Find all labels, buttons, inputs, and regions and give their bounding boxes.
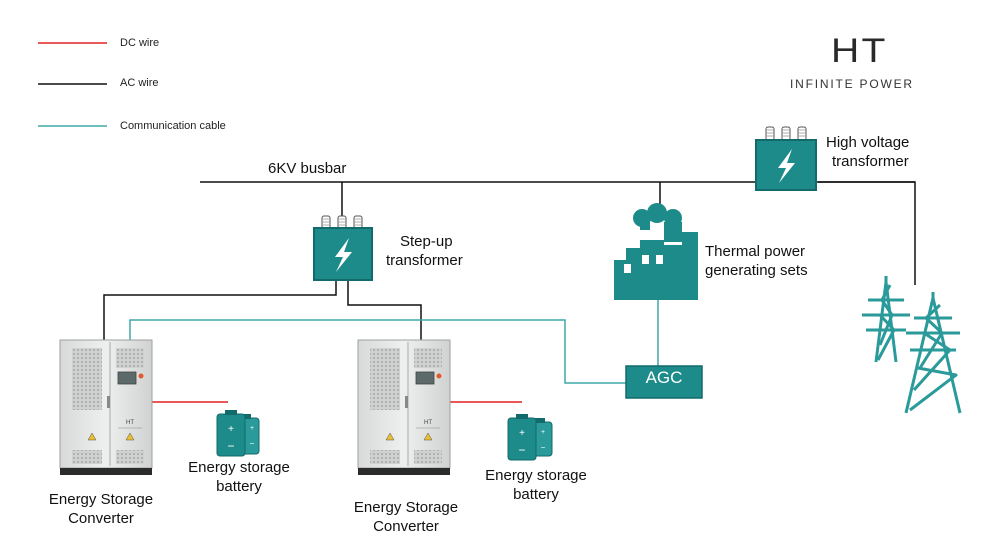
svg-text:+: + [250,425,254,432]
legend-dc-label: DC wire [120,37,160,49]
hv-transformer-label-line1: High voltage [826,134,910,151]
svg-text:+: + [541,429,545,436]
svg-text:HT: HT [126,420,134,426]
converter-left-line1: Energy Storage [48,491,154,508]
logo-mark: HT [831,32,888,70]
hv-transformer-label-line2: transformer [832,152,909,170]
battery-left-label: Energy storage battery [174,459,304,497]
converter-left-line2: Converter [68,509,134,527]
factory-icon [614,203,698,300]
thermal-power-label: Thermal power generating sets [705,243,808,281]
converter-right-label: Energy Storage Converter [341,499,471,537]
converter-right-line1: Energy Storage [353,499,459,516]
logo-tagline: INFINITE POWER [790,77,914,91]
high-voltage-transformer-icon [755,126,817,191]
battery-left-line2: battery [216,477,262,495]
thermal-label-line2: generating sets [705,261,808,279]
svg-text:−: − [518,443,525,457]
legend-ac-label: AC wire [120,77,159,89]
converter-right-line2: Converter [373,517,439,535]
lightning-icon [778,149,795,183]
thermal-label-line1: Thermal power [705,243,806,260]
agc-box [625,365,703,399]
step-up-transformer-icon [313,215,373,281]
svg-text:−: − [250,439,255,448]
battery-right-label: Energy storage battery [471,467,601,505]
busbar-label: 6KV busbar [268,160,347,177]
step-up-transformer-label: Step-up transformer [386,233,463,271]
svg-text:−: − [541,443,546,452]
converter-left-label: Energy Storage Converter [36,491,166,529]
hv-transformer-label: High voltage transformer [826,134,909,172]
battery-right-line1: Energy storage [485,467,587,484]
battery-icon-right: + − + − [507,414,553,461]
comm-cables [129,300,659,384]
cabinet-icon-right: HT [357,339,451,475]
step-up-label-line2: transformer [386,251,463,269]
legend-comm-label: Communication cable [120,120,226,132]
ac-wires [103,152,916,340]
svg-text:+: + [519,428,525,439]
battery-icon-left: + − + − [216,410,260,457]
svg-text:+: + [228,424,234,435]
step-up-label-line1: Step-up [400,233,453,250]
svg-text:−: − [227,439,234,453]
lightning-icon [335,238,352,272]
pylon-icon [862,276,962,414]
battery-left-line1: Energy storage [188,459,290,476]
battery-right-line2: battery [513,485,559,503]
svg-text:HT: HT [424,420,432,426]
cabinet-icon-left: HT [59,339,153,475]
agc-label: AGC [645,368,683,387]
